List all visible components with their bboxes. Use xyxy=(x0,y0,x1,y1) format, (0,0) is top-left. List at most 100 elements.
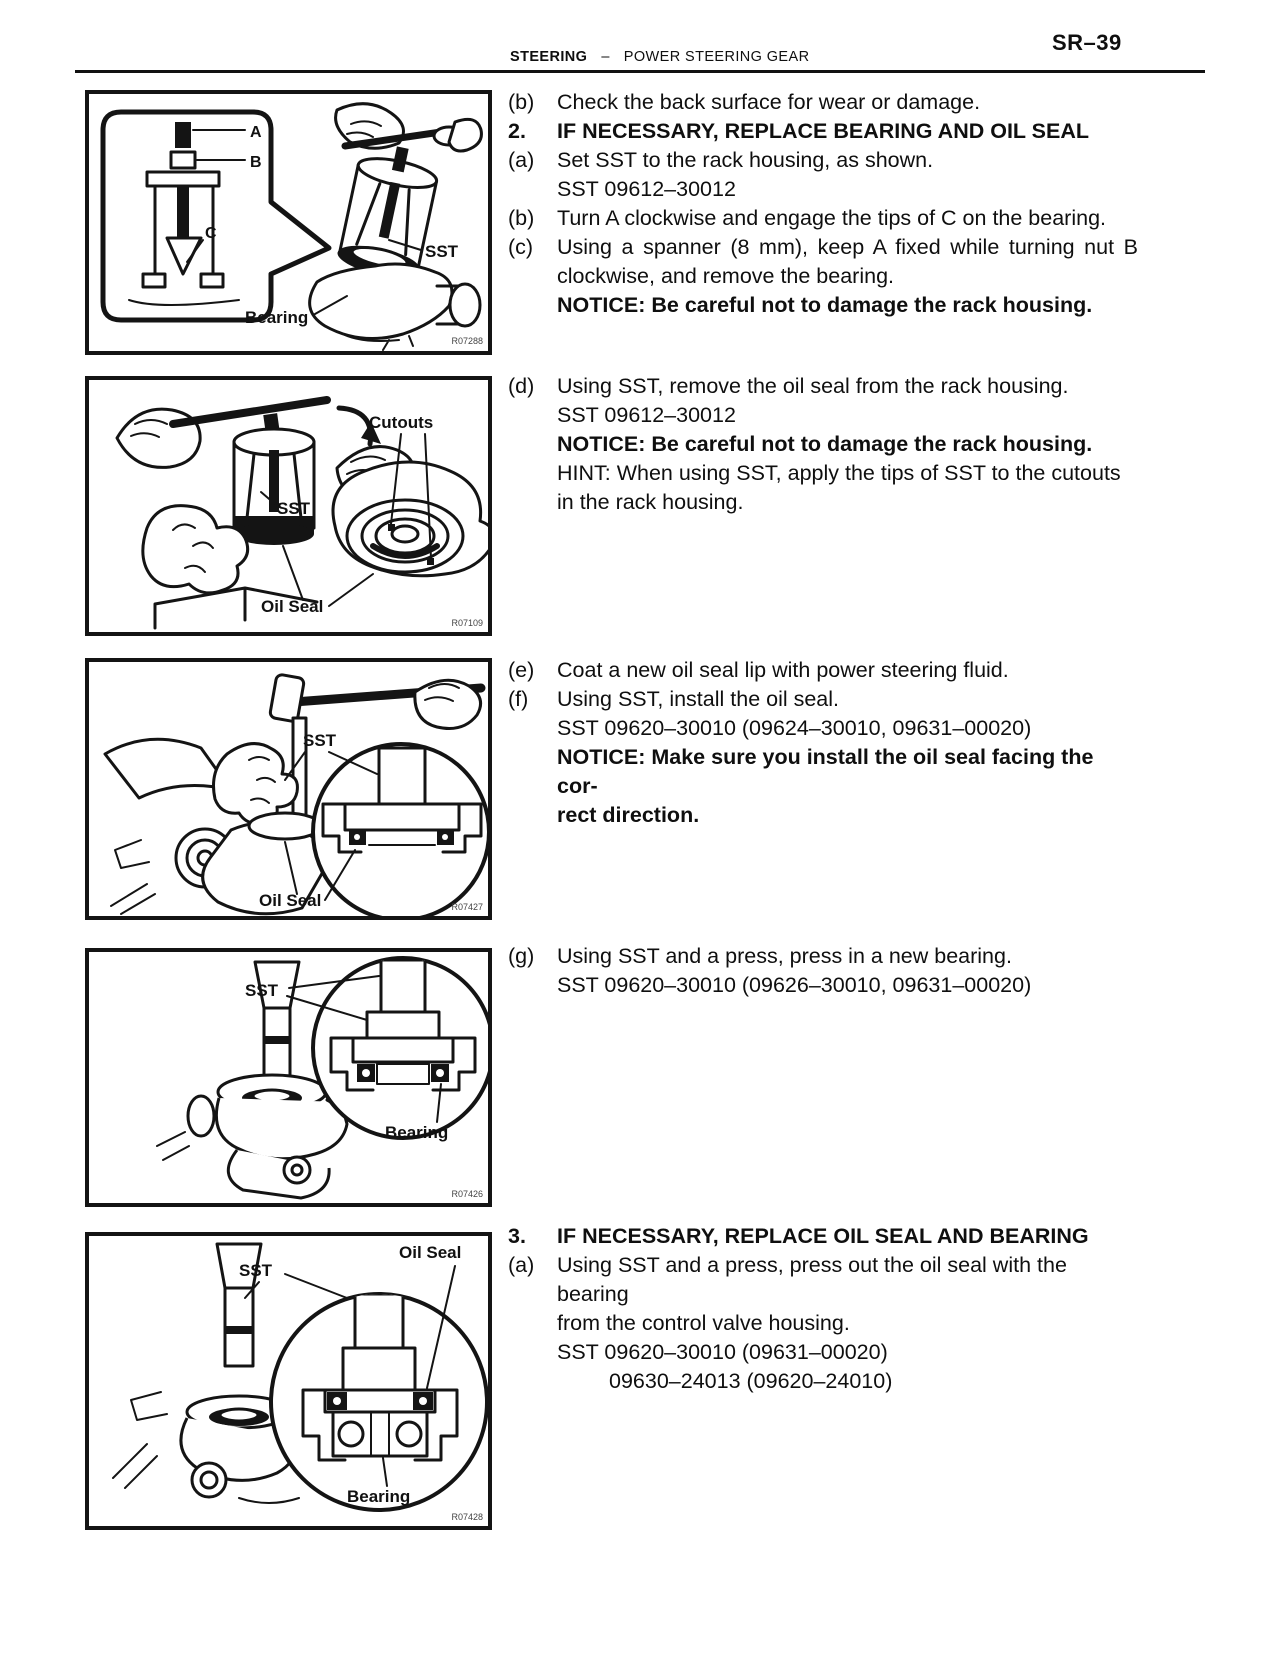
step-text: IF NECESSARY, REPLACE OIL SEAL AND BEARI… xyxy=(557,1224,1089,1248)
fig1-label-c: C xyxy=(205,225,217,242)
step-line: (d) Using SST, remove the oil seal from t… xyxy=(508,372,1138,401)
step-label: (b) xyxy=(508,206,535,230)
sst-line: 09630–24013 (09620–24010) xyxy=(508,1367,1138,1396)
step-line: (b) Check the back surface for wear or da… xyxy=(508,88,1138,117)
figure-5-illustration: Oil Seal SST Bearing R07428 xyxy=(112,1242,488,1522)
sst-line: SST 09620–30010 (09624–30010, 09631–0002… xyxy=(508,714,1138,743)
fig4-ref-code: R07426 xyxy=(451,1189,483,1199)
step-label xyxy=(508,971,557,1000)
step-label: (a) xyxy=(508,148,535,172)
hint-text: in the rack housing. xyxy=(557,490,744,514)
sst-line: SST 09612–30012 xyxy=(508,175,1138,204)
hint-line: in the rack housing. xyxy=(508,488,1138,517)
step-label xyxy=(508,743,557,801)
sst-line: SST 09620–30010 (09626–30010, 09631–0002… xyxy=(508,971,1138,1000)
header-rule xyxy=(75,70,1205,73)
step-label xyxy=(508,262,557,291)
step-text: clockwise, and remove the bearing. xyxy=(557,264,895,288)
figure-bearing-press: SST Bearing R07426 xyxy=(85,948,492,1207)
step-label xyxy=(508,1367,557,1396)
step-text: from the control valve housing. xyxy=(557,1311,850,1335)
step-text: Turn A clockwise and engage the tips of … xyxy=(557,206,1106,230)
fig1-label-a: A xyxy=(250,124,262,141)
fig2-label-cutouts: Cutouts xyxy=(369,413,433,432)
notice-line: NOTICE: Make sure you install the oil se… xyxy=(508,743,1138,801)
step-label: (g) xyxy=(508,944,535,968)
step-label xyxy=(508,714,557,743)
sst-number: SST 09620–30010 (09626–30010, 09631–0002… xyxy=(557,973,1032,997)
hint-text: HINT: When using SST, apply the tips of … xyxy=(557,461,1121,485)
fig1-label-b: B xyxy=(250,154,262,171)
procedure-block-2: (d) Using SST, remove the oil seal from t… xyxy=(508,372,1138,517)
sst-line: SST 09620–30010 (09631–00020) xyxy=(508,1338,1138,1367)
step-text: Set SST to the rack housing, as shown. xyxy=(557,148,934,172)
figure-oil-seal-install: SST Oil Seal R07427 xyxy=(85,658,492,920)
figure-seal-bearing-pressout: Oil Seal SST Bearing R07428 xyxy=(85,1232,492,1530)
header-section: STEERING xyxy=(510,49,588,65)
step-line: (c) Using a spanner (8 mm), keep A fixed … xyxy=(508,233,1138,262)
step-label xyxy=(508,175,557,204)
header-dash: – xyxy=(601,49,610,65)
procedure-block-1: (b) Check the back surface for wear or da… xyxy=(508,88,1138,320)
step-text: IF NECESSARY, REPLACE BEARING AND OIL SE… xyxy=(557,119,1089,143)
fig3-label-oilseal: Oil Seal xyxy=(259,891,321,910)
step-line: (g)Using SST and a press, press in a new… xyxy=(508,942,1138,971)
step-label: 3. xyxy=(508,1224,526,1248)
sst-line: SST 09612–30012 xyxy=(508,401,1138,430)
figure-3-illustration: SST Oil Seal R07427 xyxy=(103,673,488,916)
step-line: clockwise, and remove the bearing. xyxy=(508,262,1138,291)
step-text: Check the back surface for wear or damag… xyxy=(557,90,981,114)
step-label: (b) xyxy=(508,90,535,114)
step-text: Using SST, install the oil seal. xyxy=(557,687,840,711)
step-line: (a) Set SST to the rack housing, as shown… xyxy=(508,146,1138,175)
hint-line: HINT: When using SST, apply the tips of … xyxy=(508,459,1138,488)
header-subsection: POWER STEERING GEAR xyxy=(623,49,810,65)
step-label: (d) xyxy=(508,374,535,398)
fig2-label-oilseal: Oil Seal xyxy=(261,597,323,616)
fig1-label-bearing: Bearing xyxy=(245,308,308,327)
fig2-ref-code: R07109 xyxy=(451,618,483,628)
step-text: Using a spanner (8 mm), keep A fixed whi… xyxy=(557,235,1138,259)
sst-number: SST 09612–30012 xyxy=(557,403,736,427)
section-heading: 3. IF NECESSARY, REPLACE OIL SEAL AND BEA… xyxy=(508,1222,1138,1251)
fig5-label-oilseal: Oil Seal xyxy=(399,1243,461,1262)
fig1-label-sst: SST xyxy=(425,242,459,261)
page-number: SR–39 xyxy=(1052,30,1122,55)
step-label xyxy=(508,1338,557,1367)
step-line: (b) Turn A clockwise and engage the tips … xyxy=(508,204,1138,233)
figure-4-illustration: SST Bearing R07426 xyxy=(156,956,488,1200)
step-label: (a) xyxy=(508,1253,535,1277)
sst-number: SST 09612–30012 xyxy=(557,177,736,201)
step-label: 2. xyxy=(508,119,526,143)
fig5-label-bearing: Bearing xyxy=(347,1487,410,1506)
sst-number: 09630–24013 (09620–24010) xyxy=(609,1369,893,1393)
fig4-label-bearing: Bearing xyxy=(385,1123,448,1142)
figure-1-illustration: A B C xyxy=(100,102,483,351)
step-label xyxy=(508,801,557,830)
notice-text: NOTICE: Be careful not to damage the rac… xyxy=(557,293,1093,317)
fig5-ref-code: R07428 xyxy=(451,1512,483,1522)
figure-2-illustration: Cutouts SST Oil Seal R07109 xyxy=(115,396,488,630)
step-label xyxy=(508,430,557,459)
fig1-ref-code: R07288 xyxy=(451,336,483,346)
step-label xyxy=(508,488,557,517)
figure-oil-seal-removal: Cutouts SST Oil Seal R07109 xyxy=(85,376,492,636)
notice-text: rect direction. xyxy=(557,803,700,827)
notice-text: NOTICE: Be careful not to damage the rac… xyxy=(557,432,1093,456)
step-label xyxy=(508,459,557,488)
step-text: Coat a new oil seal lip with power steer… xyxy=(557,658,1009,682)
step-text: Using SST, remove the oil seal from the … xyxy=(557,374,1069,398)
section-heading: 2. IF NECESSARY, REPLACE BEARING AND OIL … xyxy=(508,117,1138,146)
running-header: STEERING–POWER STEERING GEAR xyxy=(510,49,809,65)
sst-number: SST 09620–30010 (09631–00020) xyxy=(557,1340,888,1364)
step-line: (f)Using SST, install the oil seal. xyxy=(508,685,1138,714)
step-label xyxy=(508,291,557,320)
procedure-block-5: 3. IF NECESSARY, REPLACE OIL SEAL AND BEA… xyxy=(508,1222,1138,1396)
fig4-label-sst: SST xyxy=(245,981,279,1000)
figure-bearing-removal: A B C xyxy=(85,90,492,355)
step-line: from the control valve housing. xyxy=(508,1309,1138,1338)
step-label: (c) xyxy=(508,235,534,259)
step-label: (e) xyxy=(508,658,535,682)
notice-line: NOTICE: Be careful not to damage the rac… xyxy=(508,291,1138,320)
